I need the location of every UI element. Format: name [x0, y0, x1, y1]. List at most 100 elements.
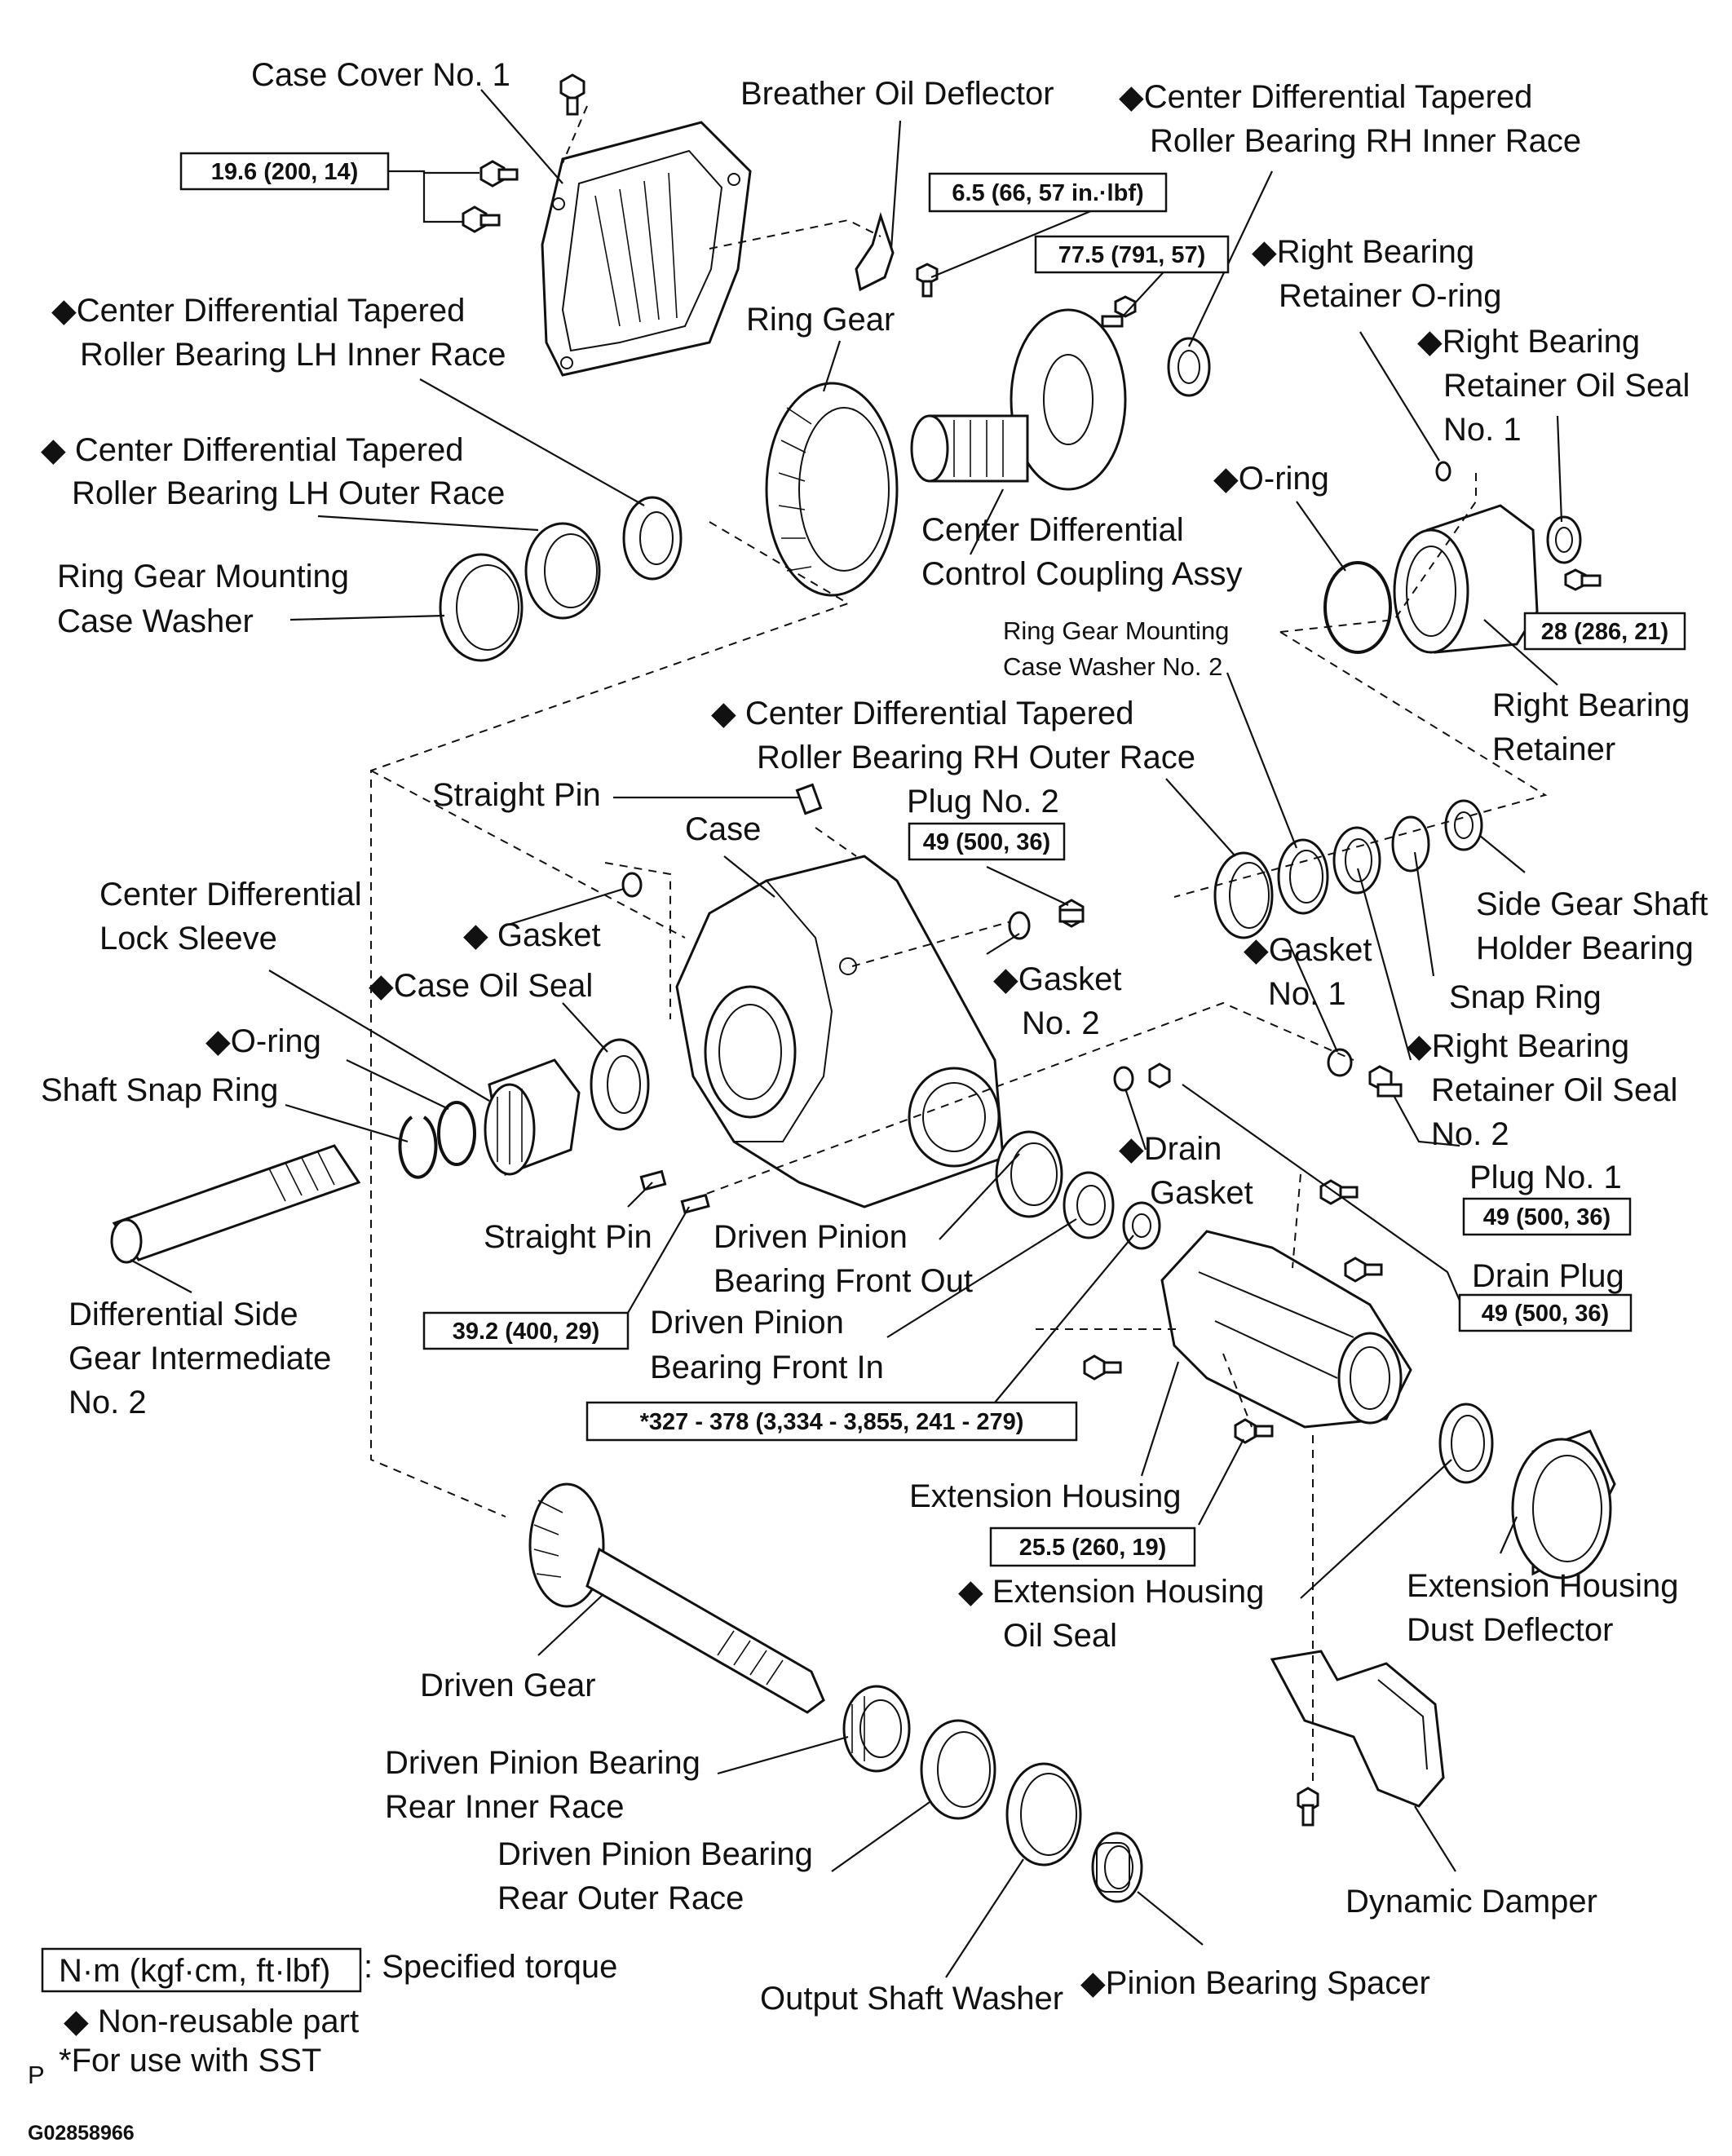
diff-side-gear-shaft-drawing — [110, 1144, 361, 1264]
label-extension-housing: Extension Housing — [909, 1478, 1182, 1514]
label-gasket-no1-1: ◆Gasket — [1244, 932, 1372, 968]
label-gasket-no1-2: No. 1 — [1268, 976, 1346, 1012]
label-diff-side-gear-1: Differential Side — [68, 1297, 298, 1332]
torque-28: 28 (286, 21) — [1523, 612, 1686, 651]
torque-25-5-text: 25.5 (260, 19) — [1019, 1535, 1167, 1561]
rh-inner-race-drawing — [1167, 337, 1211, 397]
label-lh-outer-race-1: ◆ Center Differential Tapered — [41, 432, 463, 468]
label-ring-gear: Ring Gear — [746, 302, 895, 338]
label-dp-front-in-2: Bearing Front In — [650, 1350, 884, 1385]
label-gasket-no2-1: ◆Gasket — [993, 961, 1121, 997]
label-rb-seal2-1: ◆Right Bearing — [1407, 1028, 1629, 1064]
case-oil-seal-drawing — [590, 1038, 650, 1131]
label-dp-front-in-1: Driven Pinion — [650, 1305, 844, 1341]
plug-no2-drawing — [1058, 899, 1085, 928]
ring-gear-drawing — [765, 382, 899, 597]
gasket-no1-and-plug-no1-drawing — [1327, 1048, 1403, 1098]
control-coupling-assy-drawing — [910, 308, 1127, 491]
legend-nonreusable: ◆ Non-reusable part — [64, 2004, 359, 2039]
shaft-snap-ring-drawing — [398, 1116, 438, 1179]
label-lock-sleeve-1: Center Differential — [99, 877, 362, 912]
right-side-ring-stack — [1213, 799, 1483, 939]
leader-lines — [130, 89, 1563, 1978]
label-rear-outer-race-2: Rear Outer Race — [497, 1880, 744, 1916]
ext-housing-dust-deflector-drawing — [1511, 1429, 1616, 1579]
label-lh-inner-race-1: ◆Center Differential Tapered — [51, 293, 465, 329]
label-case: Case — [685, 811, 761, 847]
label-snap-ring: Snap Ring — [1449, 979, 1602, 1015]
label-lh-inner-race-2: Roller Bearing LH Inner Race — [80, 337, 506, 373]
dynamic-damper-drawing — [1270, 1650, 1445, 1827]
label-drain-gasket-2: Gasket — [1150, 1175, 1253, 1211]
torque-327-378-text: *327 - 378 (3,334 - 3,855, 241 - 279) — [640, 1409, 1024, 1435]
oring-left-drawing — [437, 1101, 476, 1166]
torque-drain-plug-text: 49 (500, 36) — [1482, 1301, 1609, 1327]
label-dp-front-out-1: Driven Pinion — [714, 1219, 908, 1255]
right-bearing-retainer-drawing — [1393, 504, 1539, 654]
label-rear-inner-race-1: Driven Pinion Bearing — [385, 1745, 700, 1781]
ring-gear-washer-drawing — [439, 553, 524, 662]
label-ring-gear-washer-no2-2: Case Washer No. 2 — [1003, 652, 1222, 681]
label-right-bearing-retainer-2: Retainer — [1492, 731, 1615, 767]
straight-pin-bottom-drawing — [639, 1169, 710, 1214]
figure-code: G02858966 — [28, 2122, 135, 2145]
label-rh-inner-race-2: Roller Bearing RH Inner Race — [1150, 123, 1581, 159]
legend-sst: *For use with SST — [59, 2043, 321, 2079]
label-driven-gear: Driven Gear — [420, 1668, 596, 1703]
torque-25-5: 25.5 (260, 19) — [989, 1526, 1196, 1567]
label-case-cover: Case Cover No. 1 — [251, 57, 510, 93]
label-lh-outer-race-2: Roller Bearing LH Outer Race — [72, 475, 505, 511]
label-control-coupling-2: Control Coupling Assy — [921, 556, 1243, 592]
label-ring-gear-washer-2: Case Washer — [57, 603, 254, 639]
label-rb-oring-2: Retainer O-ring — [1279, 278, 1501, 314]
label-rb-seal1-2: Retainer Oil Seal — [1443, 368, 1690, 404]
label-case-oil-seal: ◆Case Oil Seal — [369, 968, 593, 1004]
label-ext-housing-seal-2: Oil Seal — [1003, 1618, 1117, 1654]
label-straight-pin-bottom: Straight Pin — [484, 1219, 652, 1255]
torque-28-text: 28 (286, 21) — [1541, 619, 1668, 645]
label-straight-pin-top: Straight Pin — [432, 777, 601, 813]
torque-6-5: 6.5 (66, 57 in.·lbf) — [928, 172, 1168, 213]
pinion-bearing-spacer-drawing — [1091, 1831, 1143, 1903]
label-side-gear-bearing-2: Holder Bearing — [1476, 930, 1694, 966]
straight-pin-top-drawing — [795, 783, 823, 815]
label-rb-seal1-1: ◆Right Bearing — [1417, 324, 1640, 360]
label-rh-outer-race-1: ◆ Center Differential Tapered — [711, 696, 1133, 731]
coupling-bolt — [1101, 295, 1137, 328]
torque-19-6: 19.6 (200, 14) — [179, 152, 390, 191]
driven-gear-drawing — [528, 1482, 825, 1714]
lock-sleeve-drawing — [484, 1058, 581, 1177]
label-output-shaft-washer: Output Shaft Washer — [760, 1981, 1063, 2017]
label-rb-seal1-3: No. 1 — [1443, 412, 1522, 448]
lh-outer-race-drawing — [524, 522, 601, 620]
label-shaft-snap-ring: Shaft Snap Ring — [41, 1072, 278, 1108]
label-drain-plug: Drain Plug — [1472, 1258, 1624, 1294]
case-cover-bolts — [462, 73, 585, 233]
label-diff-side-gear-2: Gear Intermediate — [68, 1341, 331, 1376]
gasket-no2-drawing — [1008, 911, 1031, 940]
part-labels: Case Cover No. 1 Breather Oil Deflector … — [41, 57, 1708, 2017]
label-rear-outer-race-1: Driven Pinion Bearing — [497, 1836, 813, 1872]
label-gasket-left: ◆ Gasket — [463, 917, 601, 953]
retainer-bolt — [1564, 568, 1602, 591]
label-ring-gear-washer-no2-1: Ring Gear Mounting — [1003, 616, 1229, 645]
legend: N·m (kgf·cm, ft·lbf) : Specified torque … — [28, 1947, 617, 2145]
label-control-coupling-1: Center Differential — [921, 512, 1184, 548]
label-plug-no2: Plug No. 2 — [907, 784, 1059, 820]
label-rb-oring-1: ◆Right Bearing — [1252, 234, 1474, 270]
driven-pinion-front-bearings-drawing — [995, 1130, 1161, 1250]
case-cover-no1-drawing — [541, 121, 752, 377]
drain-gasket-and-plug-drawing — [1113, 1063, 1171, 1092]
label-ext-dust-deflector-1: Extension Housing — [1407, 1568, 1679, 1604]
label-diff-side-gear-3: No. 2 — [68, 1385, 147, 1420]
assembly-dashed-lines — [370, 105, 1548, 1786]
lh-inner-race-drawing — [622, 496, 683, 581]
label-right-bearing-retainer-1: Right Bearing — [1492, 687, 1690, 723]
torque-plug-no1: 49 (500, 36) — [1462, 1197, 1632, 1236]
torque-77-5: 77.5 (791, 57) — [1034, 235, 1230, 274]
label-rb-seal2-2: Retainer Oil Seal — [1431, 1072, 1677, 1108]
label-plug-no1: Plug No. 1 — [1469, 1160, 1622, 1195]
label-gasket-no2-2: No. 2 — [1022, 1005, 1100, 1041]
label-ring-gear-washer-1: Ring Gear Mounting — [57, 559, 349, 594]
